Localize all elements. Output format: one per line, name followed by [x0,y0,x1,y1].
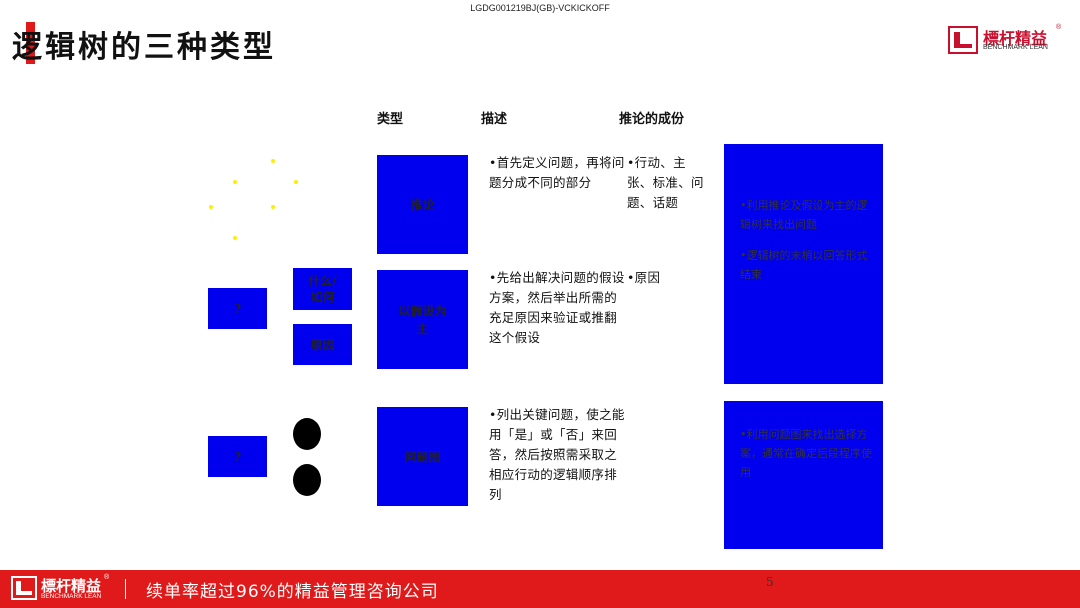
type-box-inference: 推论 [377,155,468,254]
logo-name: 標杆精益 [983,29,1048,48]
title-accent-bar [26,22,35,64]
description-issue-map: •列出关键问题，使之能用「是」或「否」来回答，然后按照需采取之相应行动的逻辑顺序… [489,407,625,502]
question-mark: ? [233,449,242,464]
logo-mark-icon [948,26,978,54]
tree-node-dot [233,236,237,240]
note-box-bottom: •利用问题图来找出选择方案，通常在确定后段程序使用 [724,401,883,549]
page-number: 5 [766,575,774,589]
hypothesis-why-box: 原因 [293,324,352,365]
issue-node-dot [293,464,321,496]
hypothesis-what-box: 什么/如何 [293,268,352,310]
type-box-issue-map: 问题图 [377,407,468,506]
tree-node-dot [271,205,275,209]
type-label: 以假设为主 [398,303,447,336]
footer-separator [125,579,126,599]
description-inference: •首先定义问题，再将问题分成不同的部分 [489,155,625,190]
note-box-top: •利用推论及假设为主的逻辑树来找出问题 •逻辑树的末梢以回答形式结束 [724,144,883,384]
component-hypothesis: •原因 [627,270,661,285]
hypothesis-root-box: ? [208,288,267,329]
benchmark-logo: 標杆精益 BENCHMARK LEAN ® [948,24,1062,56]
note-item: •利用问题图来找出选择方案，通常在确定后段程序使用 [740,428,872,479]
document-code: LGDG001219BJ(GB)-VCKICKOFF [470,3,610,13]
footer-logo-subtitle: BENCHMARK LEAN [41,593,102,600]
tree-node-dot [233,180,237,184]
footer-bar: 標杆精益 BENCHMARK LEAN ® 续单率超过96%的精益管理咨询公司 [0,570,1080,608]
issue-root-box: ? [208,436,267,477]
type-label: 推论 [410,197,435,212]
column-header-description: 描述 [481,112,508,127]
tree-node-dot [294,180,298,184]
tree-node-dot [209,205,213,209]
footer-logo-name: 標杆精益 [41,577,102,595]
page-title: 逻辑树的三种类型 [12,30,276,65]
note-item: •利用推论及假设为主的逻辑树来找出问题 [740,199,868,231]
type-label: 问题图 [404,449,441,464]
what-how-label: 什么/如何 [308,274,337,304]
tree-node-dot [271,159,275,163]
type-box-hypothesis: 以假设为主 [377,270,468,369]
column-header-component: 推论的成份 [619,112,685,127]
issue-node-dot [293,418,321,450]
question-mark: ? [233,301,242,316]
registered-mark: ® [1056,24,1062,31]
description-hypothesis: •先给出解决问题的假设方案，然后举出所需的充足原因来验证或推翻这个假设 [489,270,625,345]
note-item: •逻辑树的末梢以回答形式结束 [740,249,868,281]
footer-registered-mark: ® [104,574,110,581]
footer-slogan: 续单率超过96%的精益管理咨询公司 [146,582,439,602]
footer-logo-mark-icon [11,576,37,600]
component-inference: •行动、主张、标准、问题、话题 [627,155,704,210]
reason-label: 原因 [310,337,335,352]
column-header-type: 类型 [377,112,404,127]
logo-subtitle: BENCHMARK LEAN [983,44,1048,51]
